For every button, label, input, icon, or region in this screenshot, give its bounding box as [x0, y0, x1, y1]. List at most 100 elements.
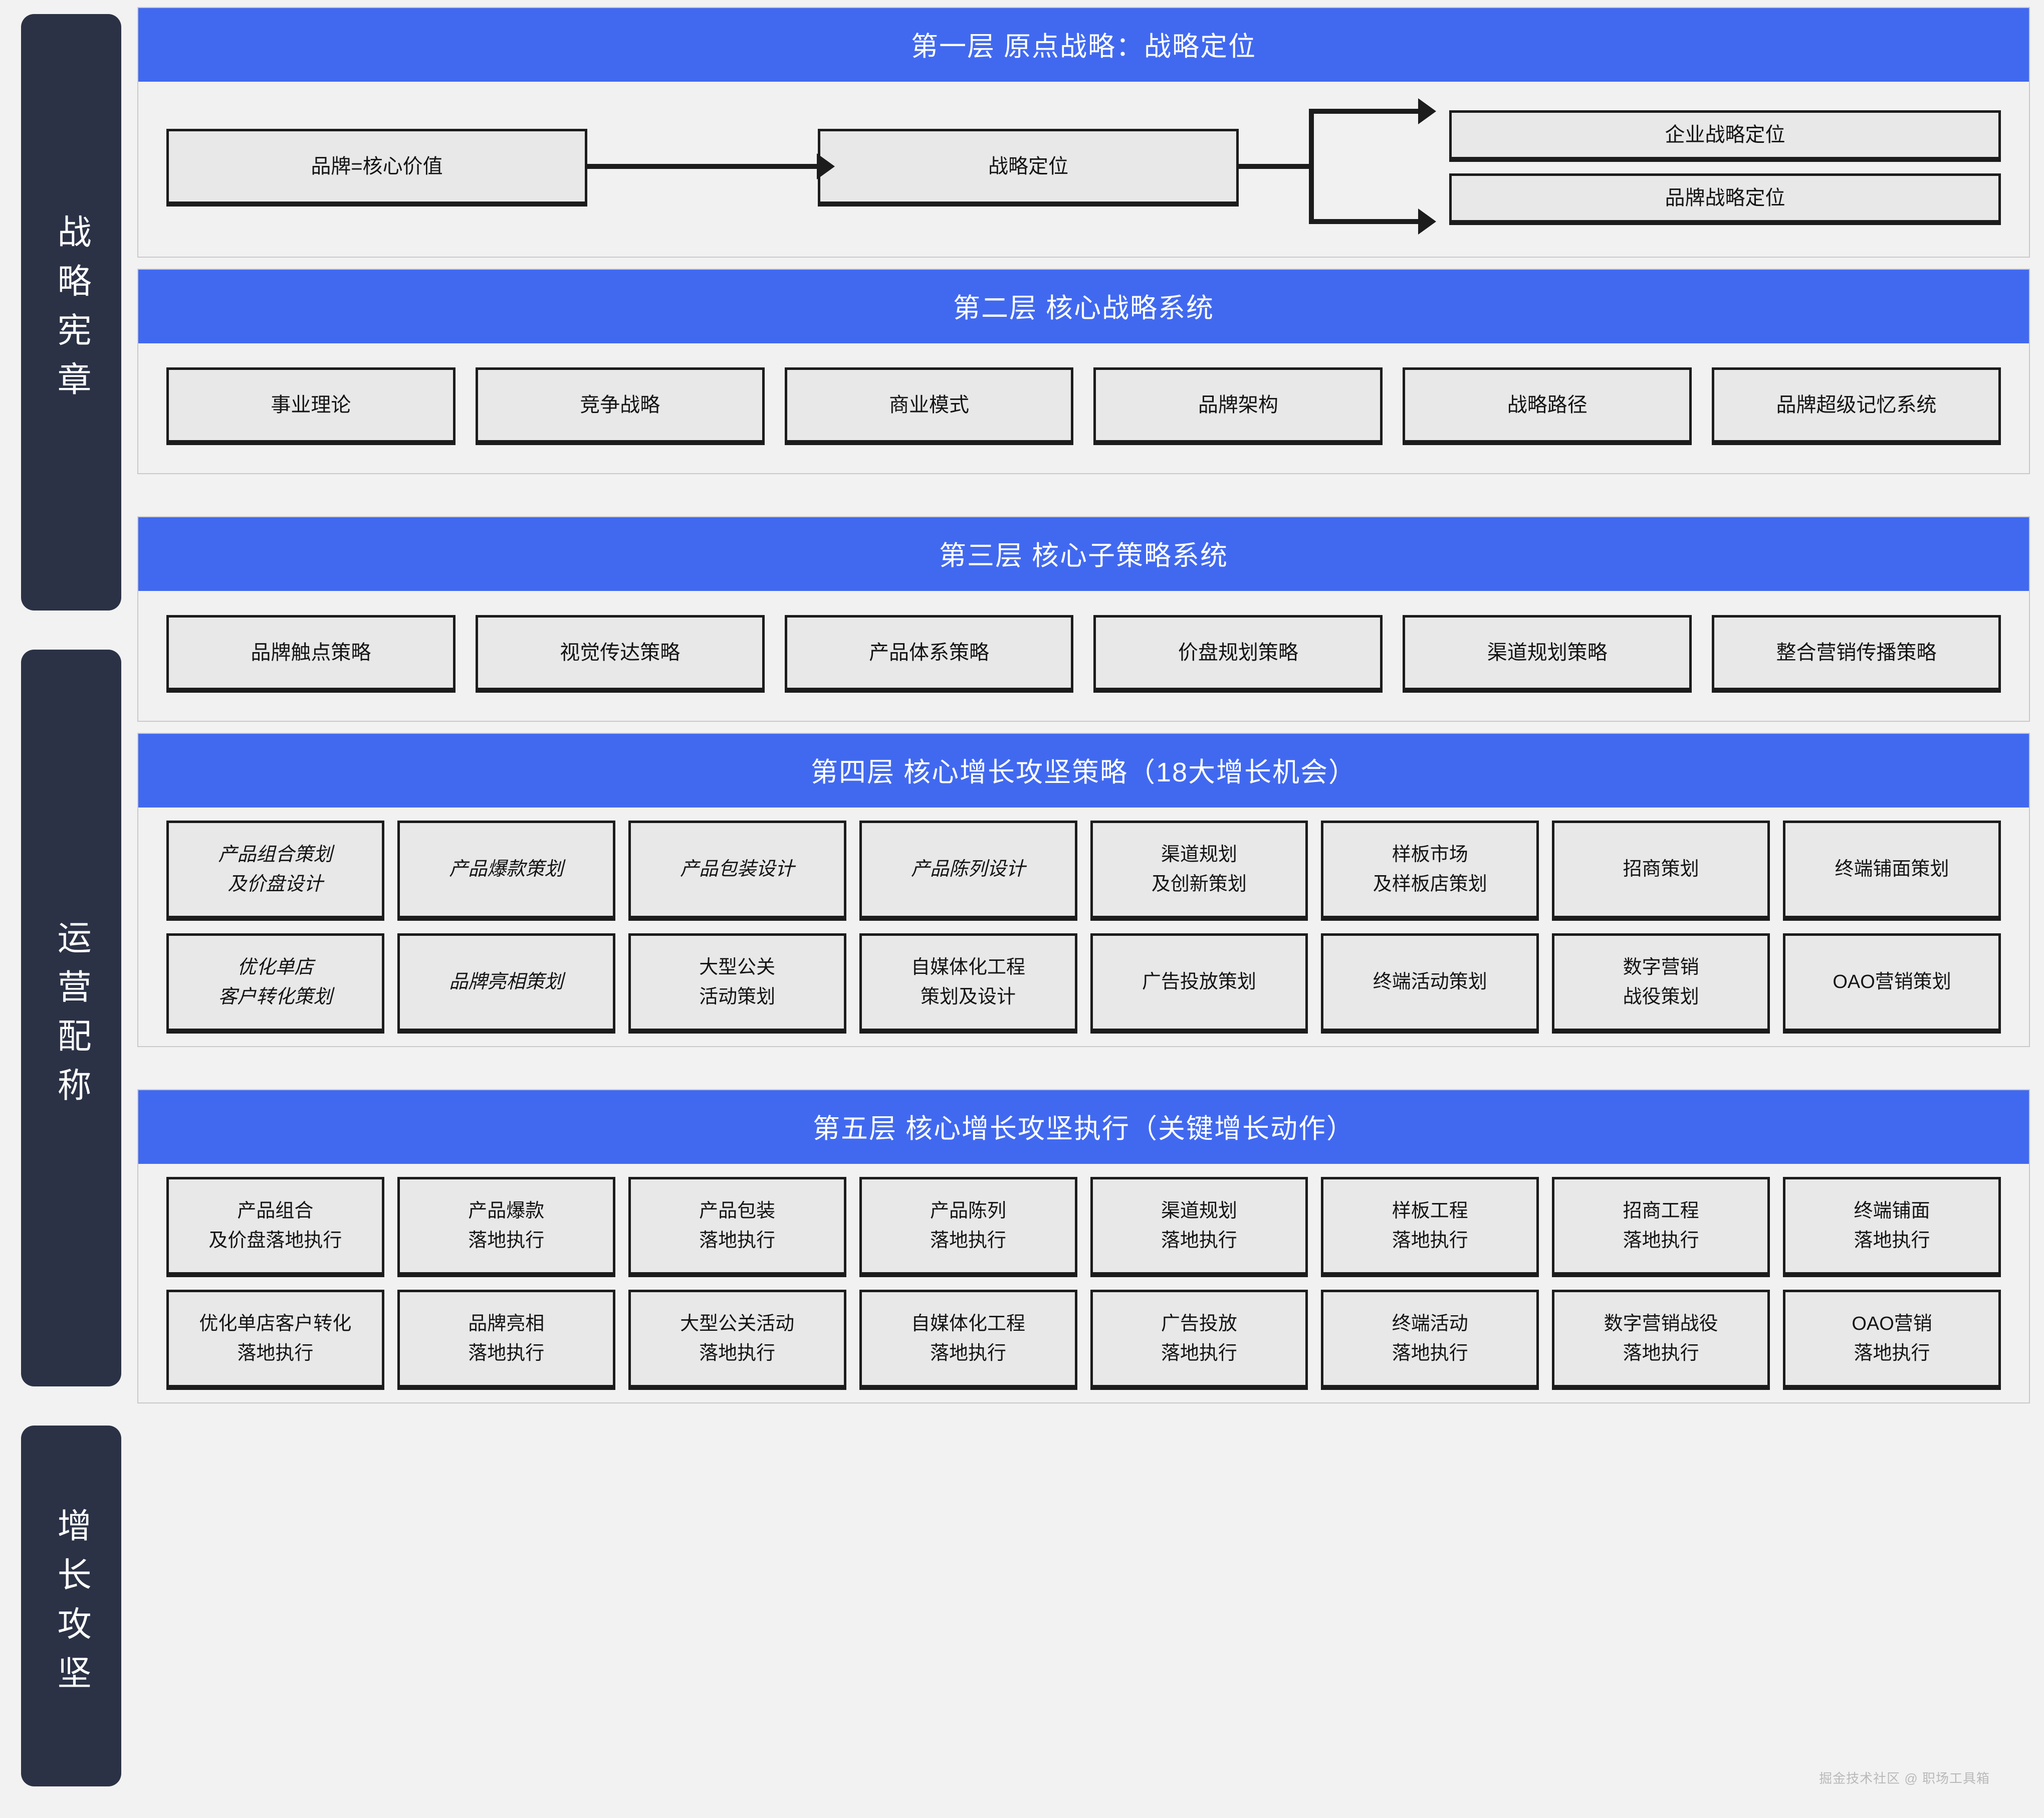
box-product-packaging-design[interactable]: 产品包装设计 [628, 821, 846, 918]
flow-node-enterprise-positioning[interactable]: 企业战略定位 [1449, 110, 2001, 159]
exec-recruitment-project[interactable]: 招商工程落地执行 [1552, 1177, 1770, 1275]
box-product-system-strategy[interactable]: 产品体系策略 [784, 615, 1074, 690]
box-line: 产品爆款 [468, 1200, 545, 1222]
exec-product-hit[interactable]: 产品爆款落地执行 [397, 1177, 615, 1275]
box-visual-communication-strategy[interactable]: 视觉传达策略 [475, 615, 765, 690]
box-line: OAO营销 [1852, 1313, 1932, 1334]
box-line: 落地执行 [468, 1342, 545, 1364]
layer-1: 第一层 原点战略：战略定位 品牌=核心价值 战略定位 企业战略定位 品牌战略定位 [137, 7, 2030, 258]
layer-1-title: 第一层 原点战略：战略定位 [138, 8, 2029, 82]
box-line: 招商工程 [1623, 1200, 1699, 1222]
layer-2-body: 事业理论 竞争战略 商业模式 品牌架构 战略路径 品牌超级记忆系统 [138, 343, 2029, 473]
rail-item-growth-breakthrough[interactable]: 增长攻坚 [21, 1426, 121, 1786]
box-channel-planning-strategy[interactable]: 渠道规划策略 [1403, 615, 1692, 690]
box-integrated-marketing-strategy[interactable]: 整合营销传播策略 [1712, 615, 2001, 690]
box-line: 自媒体化工程 [911, 1313, 1026, 1334]
box-franchise-recruitment-planning[interactable]: 招商策划 [1552, 821, 1770, 918]
box-digital-marketing-campaign-planning[interactable]: 数字营销战役策划 [1552, 933, 1770, 1031]
box-line: 落地执行 [1161, 1342, 1237, 1364]
box-line: 渠道规划 [1161, 1200, 1237, 1222]
strategy-flow: 品牌=核心价值 战略定位 企业战略定位 品牌战略定位 [166, 92, 2001, 247]
box-single-store-customer-conversion[interactable]: 优化单店客户转化策划 [166, 933, 384, 1031]
exec-model-project[interactable]: 样板工程落地执行 [1321, 1177, 1539, 1275]
rail-item-strategy-charter[interactable]: 战略宪章 [21, 14, 121, 611]
box-brand-touchpoint-strategy[interactable]: 品牌触点策略 [166, 615, 456, 690]
box-line: 及价盘落地执行 [208, 1230, 342, 1251]
exec-product-packaging[interactable]: 产品包装落地执行 [628, 1177, 846, 1275]
exec-terminal-event[interactable]: 终端活动落地执行 [1321, 1290, 1539, 1387]
exec-single-store-conversion[interactable]: 优化单店客户转化落地执行 [166, 1290, 384, 1387]
box-line: 数字营销战役 [1604, 1313, 1718, 1334]
box-line: OAO营销策划 [1833, 971, 1951, 993]
box-line: 落地执行 [1854, 1230, 1930, 1251]
box-line: 落地执行 [930, 1342, 1007, 1364]
layer-5-body: 产品组合及价盘落地执行 产品爆款落地执行 产品包装落地执行 产品陈列落地执行 渠… [138, 1164, 2029, 1402]
flow-targets: 企业战略定位 品牌战略定位 [1449, 110, 2001, 223]
exec-large-pr-event[interactable]: 大型公关活动落地执行 [628, 1290, 846, 1387]
layer-3-body: 品牌触点策略 视觉传达策略 产品体系策略 价盘规划策略 渠道规划策略 整合营销传… [138, 591, 2029, 721]
box-line: 落地执行 [930, 1230, 1007, 1251]
layer-3: 第三层 核心子策略系统 品牌触点策略 视觉传达策略 产品体系策略 价盘规划策略 … [137, 516, 2030, 722]
box-product-display-design[interactable]: 产品陈列设计 [859, 821, 1077, 918]
box-line: 大型公关活动 [680, 1313, 795, 1334]
box-line: 广告投放策划 [1142, 971, 1256, 993]
box-self-media-project-planning[interactable]: 自媒体化工程策划及设计 [859, 933, 1077, 1031]
branch-lead-up [1309, 98, 1436, 124]
box-line: 大型公关 [699, 956, 776, 978]
rail-label: 运营配称 [52, 920, 91, 1116]
box-line: 及创新策划 [1151, 873, 1247, 895]
box-line: 广告投放 [1161, 1313, 1237, 1334]
flow-node-brand-core-value[interactable]: 品牌=核心价值 [166, 128, 587, 204]
exec-brand-debut[interactable]: 品牌亮相落地执行 [397, 1290, 615, 1387]
box-line: 自媒体化工程 [911, 956, 1026, 978]
box-advertising-placement-planning[interactable]: 广告投放策划 [1090, 933, 1308, 1031]
exec-self-media-project[interactable]: 自媒体化工程落地执行 [859, 1290, 1077, 1387]
box-line: 终端铺面 [1854, 1200, 1930, 1222]
flow-node-strategic-positioning[interactable]: 战略定位 [818, 128, 1239, 204]
exec-digital-marketing-campaign[interactable]: 数字营销战役落地执行 [1552, 1290, 1770, 1387]
box-line: 招商策划 [1623, 859, 1699, 880]
exec-advertising-placement[interactable]: 广告投放落地执行 [1090, 1290, 1308, 1387]
exec-product-mix-and-price[interactable]: 产品组合及价盘落地执行 [166, 1177, 384, 1275]
box-brand-debut-planning[interactable]: 品牌亮相策划 [397, 933, 615, 1031]
box-large-pr-event-planning[interactable]: 大型公关活动策划 [628, 933, 846, 1031]
box-model-market-and-store-planning[interactable]: 样板市场及样板店策划 [1321, 821, 1539, 918]
exec-oao-marketing[interactable]: OAO营销落地执行 [1783, 1290, 2001, 1387]
layer-4: 第四层 核心增长攻坚策略（18大增长机会） 产品组合策划及价盘设计 产品爆款策划… [137, 733, 2030, 1047]
box-product-mix-and-price-design[interactable]: 产品组合策划及价盘设计 [166, 821, 384, 918]
layer-5: 第五层 核心增长攻坚执行（关键增长动作） 产品组合及价盘落地执行 产品爆款落地执… [137, 1089, 2030, 1403]
branch-riser [1309, 108, 1314, 224]
exec-product-display[interactable]: 产品陈列落地执行 [859, 1177, 1077, 1275]
box-line: 落地执行 [237, 1342, 314, 1364]
box-product-hit-planning[interactable]: 产品爆款策划 [397, 821, 615, 918]
box-line: 及样板店策划 [1373, 873, 1487, 895]
box-line: 落地执行 [468, 1230, 545, 1251]
box-business-model[interactable]: 商业模式 [784, 367, 1074, 443]
box-price-planning-strategy[interactable]: 价盘规划策略 [1093, 615, 1383, 690]
box-strategic-path[interactable]: 战略路径 [1403, 367, 1692, 443]
box-brand-architecture[interactable]: 品牌架构 [1093, 367, 1383, 443]
box-channel-planning-and-innovation[interactable]: 渠道规划及创新策划 [1090, 821, 1308, 918]
box-oao-marketing-planning[interactable]: OAO营销策划 [1783, 933, 2001, 1031]
layer-4-body: 产品组合策划及价盘设计 产品爆款策划 产品包装设计 产品陈列设计 渠道规划及创新… [138, 807, 2029, 1046]
box-line: 优化单店 [237, 956, 314, 978]
spacer [137, 722, 2030, 733]
box-competitive-strategy[interactable]: 竞争战略 [475, 367, 765, 443]
box-line: 落地执行 [699, 1230, 776, 1251]
rail-item-operations-alignment[interactable]: 运营配称 [21, 650, 121, 1386]
layer-1-body: 品牌=核心价值 战略定位 企业战略定位 品牌战略定位 [138, 82, 2029, 257]
layer-3-title: 第三层 核心子策略系统 [138, 517, 2029, 591]
exec-channel-planning[interactable]: 渠道规划落地执行 [1090, 1177, 1308, 1275]
box-terminal-event-planning[interactable]: 终端活动策划 [1321, 933, 1539, 1031]
flow-node-brand-positioning[interactable]: 品牌战略定位 [1449, 173, 2001, 223]
box-line: 产品陈列设计 [911, 859, 1026, 880]
box-line: 产品陈列 [930, 1200, 1007, 1222]
box-terminal-storefront-planning[interactable]: 终端铺面策划 [1783, 821, 2001, 918]
exec-terminal-storefront[interactable]: 终端铺面落地执行 [1783, 1177, 2001, 1275]
spacer [137, 474, 2030, 516]
box-line: 产品组合 [237, 1200, 314, 1222]
box-brand-super-memory-system[interactable]: 品牌超级记忆系统 [1712, 367, 2001, 443]
box-line: 及价盘设计 [228, 873, 323, 895]
box-business-theory[interactable]: 事业理论 [166, 367, 456, 443]
